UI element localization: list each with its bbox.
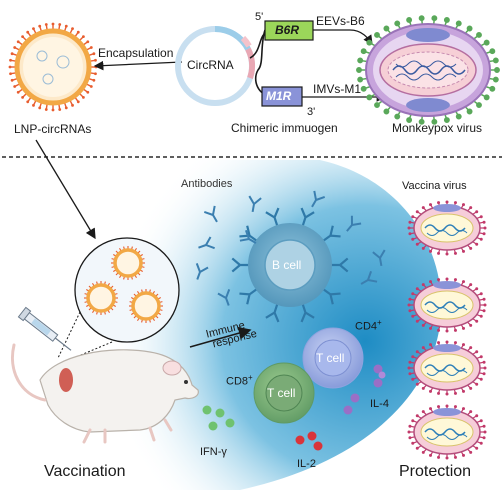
circrna-ring bbox=[175, 25, 255, 106]
bcell-label: B cell bbox=[272, 258, 302, 272]
imvs-label: IMVs-M1 bbox=[313, 82, 361, 96]
tcell-cd8 bbox=[253, 362, 315, 424]
antibodies-label: Antibodies bbox=[181, 178, 233, 190]
vaccina-label: Vaccina virus bbox=[402, 180, 467, 192]
eevs-label: EEVs-B6 bbox=[316, 14, 365, 28]
ifn-gamma-dots bbox=[202, 405, 235, 431]
il4-label: IL-4 bbox=[370, 398, 389, 410]
il2-dots bbox=[295, 431, 323, 451]
circrna-label: CircRNA bbox=[187, 58, 234, 72]
b6r-label: B6R bbox=[275, 23, 300, 37]
three-prime-label: 3' bbox=[307, 106, 316, 118]
monkeypox-virus bbox=[356, 15, 500, 125]
cd4-sup: + bbox=[377, 318, 382, 327]
cd8-tcell-label: T cell bbox=[267, 386, 296, 400]
cd8-sup: + bbox=[248, 373, 253, 382]
lnp-inset bbox=[74, 237, 180, 343]
ifn-label: IFN-γ bbox=[200, 446, 227, 458]
eevs-arrow bbox=[313, 29, 373, 45]
cd4-text: CD4 bbox=[355, 320, 378, 333]
vaccina-viruses bbox=[407, 200, 487, 460]
il4-dots bbox=[343, 364, 386, 415]
b-cell bbox=[231, 207, 349, 323]
cd4-tcell-label: T cell bbox=[316, 351, 345, 365]
immune-response-arrow bbox=[189, 326, 252, 348]
lnp-to-inset-arrow bbox=[35, 139, 96, 240]
free-antibodies bbox=[195, 190, 386, 306]
protection-label: Protection bbox=[399, 463, 472, 480]
lnp-particle bbox=[8, 22, 98, 112]
five-prime-label: 5' bbox=[255, 11, 264, 23]
cd4-label: CD4+ bbox=[355, 318, 382, 333]
lnp-label: LNP-circRNAs bbox=[14, 122, 92, 136]
m1r-label: M1R bbox=[266, 89, 292, 103]
il2-label: IL-2 bbox=[297, 458, 316, 470]
monkeypox-label: Monkeypox virus bbox=[392, 121, 483, 135]
cd8-text: CD8 bbox=[226, 375, 249, 388]
tcell-cd4 bbox=[302, 327, 364, 389]
cd8-label: CD8+ bbox=[226, 373, 253, 388]
encapsulation-arrow bbox=[93, 60, 183, 71]
encapsulation-label: Encapsulation bbox=[98, 46, 174, 60]
vaccination-label: Vaccination bbox=[44, 463, 126, 480]
mouse-illustration bbox=[11, 306, 199, 444]
chimeric-label: Chimeric immuogen bbox=[231, 121, 338, 135]
